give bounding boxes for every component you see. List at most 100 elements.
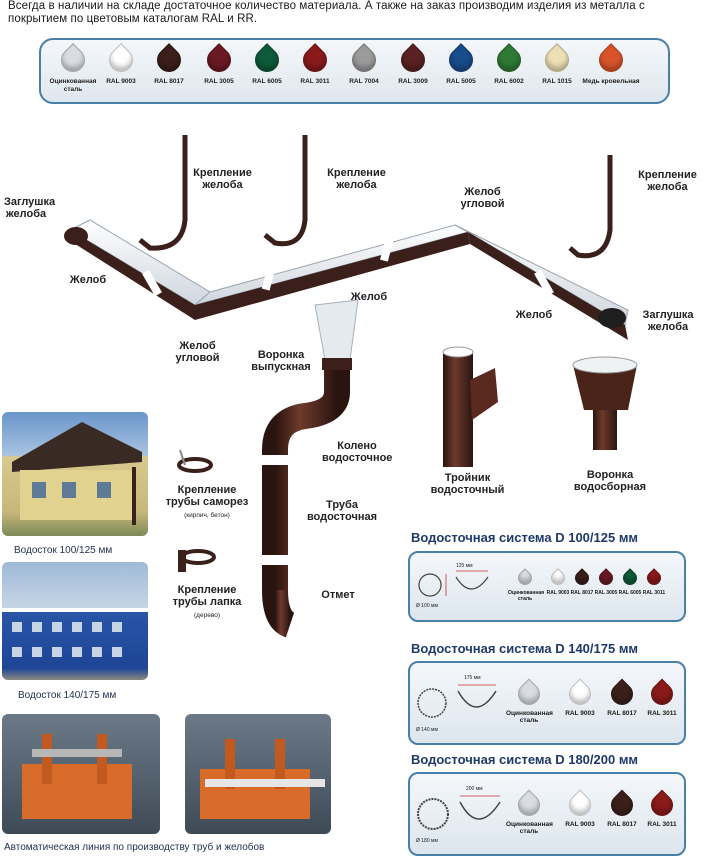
- photo-house: [2, 412, 148, 536]
- color-drop-icon: [492, 43, 526, 77]
- dim-diameter: Ø 100 мм: [416, 603, 438, 609]
- pipe-clip: [262, 455, 289, 465]
- label-kreplenie-3: Крепление желоба: [638, 169, 697, 193]
- label-voronka-vodosbornaya: Воронка водосборная: [573, 469, 647, 493]
- color-palette: Оцинкованная сталь RAL 9003 RAL 8017 RAL…: [39, 38, 670, 104]
- caption-photo2: Водосток 140/175 мм: [18, 690, 117, 701]
- label-zaglushka-right: Заглушка желоба: [642, 309, 694, 333]
- color-drop-icon: [444, 43, 478, 77]
- profile-diagram-icon: [417, 795, 501, 830]
- gutter-system-illustration: [64, 135, 638, 638]
- downpipe-outlet: [262, 589, 296, 638]
- palette-item: RAL 8017: [141, 43, 197, 86]
- label-zhelob-right: Желоб: [515, 309, 553, 321]
- system-color-item: RAL 8017: [602, 789, 642, 828]
- palette-item: Оцинкованная сталь: [45, 43, 101, 93]
- system-title-3: Водосточная система D 180/200 мм: [411, 752, 639, 767]
- label-truba: Труба водосточная: [306, 499, 378, 523]
- end-cap-left: [64, 227, 88, 245]
- palette-item: RAL 3009: [385, 43, 441, 86]
- palette-item: Медь кровельная: [581, 43, 641, 86]
- color-drop-icon: [152, 43, 186, 77]
- system-panel-3: 200 мм Ø 180 мм Оцинкованная сталь RAL 9…: [408, 772, 686, 856]
- color-drop-icon: [644, 568, 664, 588]
- gutter-run: [68, 219, 629, 340]
- label-koleno: Колено водосточное: [322, 440, 393, 464]
- system-color-item: RAL 8017: [570, 568, 594, 597]
- color-drop-icon: [202, 43, 236, 77]
- label-zaglushka-left: Заглушка желоба: [4, 196, 56, 220]
- color-drop-icon: [104, 43, 138, 77]
- profile-diagram-icon: [417, 684, 497, 718]
- photo-modular-building: [2, 562, 148, 680]
- downpipe: [262, 370, 350, 590]
- color-drop-icon: [620, 568, 640, 588]
- label-zhelob-left: Желоб: [69, 274, 107, 286]
- system-color-item: Оцинкованная сталь: [506, 678, 553, 724]
- color-drop-icon: [594, 43, 628, 77]
- color-drop-icon: [564, 678, 596, 710]
- palette-item: RAL 5005: [433, 43, 489, 86]
- color-drop-icon: [513, 789, 545, 821]
- color-drop-icon: [646, 789, 678, 821]
- dim-diameter: Ø 140 мм: [416, 727, 438, 733]
- system-color-item: RAL 6005: [618, 568, 642, 597]
- color-drop-icon: [606, 678, 638, 710]
- gutter-hook-1: [138, 135, 188, 251]
- system-color-item: RAL 3011: [642, 789, 682, 828]
- collector-funnel: [572, 356, 638, 450]
- tee-part: [442, 346, 498, 467]
- palette-item: RAL 7004: [336, 43, 392, 86]
- gutter-hook-2: [263, 135, 308, 247]
- system-color-item: Оцинкованная сталь: [508, 568, 544, 602]
- color-drop-icon: [540, 43, 574, 77]
- system-color-item: RAL 9003: [560, 678, 600, 717]
- pipe-clip: [262, 555, 289, 565]
- color-drop-icon: [515, 568, 535, 588]
- label-troynik: Тройник водосточный: [430, 472, 505, 496]
- system-color-item: RAL 8017: [602, 678, 642, 717]
- system-color-item: RAL 3011: [642, 568, 666, 597]
- system-panel-2: 175 мм Ø 140 мм Оцинкованная сталь RAL 9…: [408, 661, 686, 745]
- dim-width: 125 мм: [456, 563, 473, 569]
- label-zhelob-uglovoy-top: Желоб угловой: [460, 186, 505, 210]
- color-drop-icon: [572, 568, 592, 588]
- label-krep-samorez: Крепление трубы саморез(кирпич, бетон): [165, 484, 249, 519]
- palette-item: RAL 6002: [481, 43, 537, 86]
- dim-width: 200 мм: [466, 786, 483, 792]
- caption-photo1: Водосток 100/125 мм: [14, 545, 113, 556]
- palette-item: RAL 6005: [239, 43, 295, 86]
- color-drop-icon: [606, 789, 638, 821]
- palette-item: RAL 9003: [93, 43, 149, 86]
- palette-item: RAL 3005: [191, 43, 247, 86]
- label-krep-lapka: Крепление трубы лапка(дерево): [172, 584, 242, 619]
- gutter-hook-3: [568, 155, 613, 259]
- palette-item: RAL 1015: [529, 43, 585, 86]
- photo-production-line-1: [2, 714, 160, 834]
- system-color-item: Оцинкованная сталь: [506, 789, 553, 835]
- label-kreplenie-1: Крепление желоба: [193, 167, 252, 191]
- profile-diagram-icon: [418, 570, 489, 597]
- label-voronka-vypusknaya: Воронка выпускная: [251, 349, 311, 373]
- label-otmet: Отмет: [321, 589, 355, 601]
- color-drop-icon: [548, 568, 568, 588]
- color-drop-icon: [564, 789, 596, 821]
- pipe-clamp-screw: [177, 449, 213, 473]
- dim-diameter: Ø 180 мм: [416, 838, 438, 844]
- color-drop-icon: [396, 43, 430, 77]
- label-kreplenie-2: Крепление желоба: [327, 167, 386, 191]
- dim-width: 175 мм: [464, 675, 481, 681]
- end-cap-right: [598, 308, 626, 328]
- color-drop-icon: [298, 43, 332, 77]
- system-title-2: Водосточная система D 140/175 мм: [411, 641, 639, 656]
- pipe-clamp-leg: [178, 549, 216, 572]
- color-drop-icon: [513, 678, 545, 710]
- label-krep-samorez-note: (кирпич, бетон): [184, 512, 230, 519]
- label-zhelob-mid: Желоб: [350, 291, 388, 303]
- color-drop-icon: [56, 43, 90, 77]
- system-panel-1: 125 мм Ø 100 мм Оцинкованная сталь RAL 9…: [408, 551, 686, 622]
- system-color-item: RAL 9003: [560, 789, 600, 828]
- color-drop-icon: [646, 678, 678, 710]
- label-krep-lapka-note: (дерево): [194, 612, 220, 619]
- system-color-item: RAL 9003: [546, 568, 570, 597]
